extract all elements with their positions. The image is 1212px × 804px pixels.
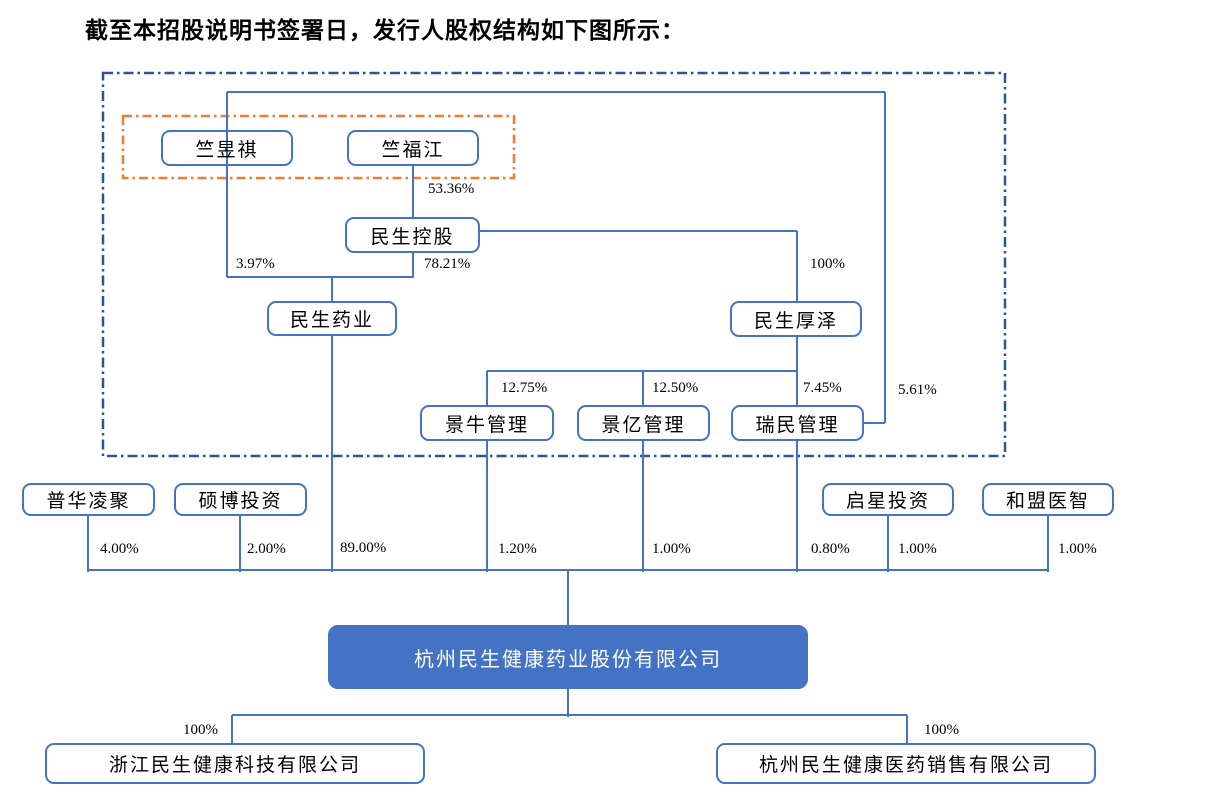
puhua-lingju-node: 普华凌聚 <box>22 483 155 516</box>
zhu-yuqi-node: 竺昱祺 <box>161 130 293 166</box>
connector-line <box>486 440 488 572</box>
shuobo-touzi-label: 硕博投资 <box>198 491 283 512</box>
ownership-percent-label: 12.75% <box>501 380 548 396</box>
ownership-percent-label: 7.45% <box>803 380 842 396</box>
connector-line <box>642 371 644 405</box>
ownership-percent-label: 1.20% <box>498 541 537 557</box>
connector-line <box>862 422 885 424</box>
founders-group-outline <box>121 114 516 180</box>
ownership-percent-label: 12.50% <box>652 380 699 396</box>
connector-line <box>796 231 798 301</box>
connector-line <box>642 440 644 572</box>
issuer-node: 杭州民生健康药业股份有限公司 <box>328 625 808 689</box>
connector-line <box>480 230 797 232</box>
ownership-percent-label: 100% <box>924 722 959 738</box>
connector-line <box>486 371 488 405</box>
ruimin-guanli-label: 瑞民管理 <box>755 414 840 436</box>
hemeng-yizhi-label: 和盟医智 <box>1005 491 1090 512</box>
hangzhou-yiyao-xiaoshou-label: 杭州民生健康医药销售有限公司 <box>758 755 1053 776</box>
minsheng-konggu-label: 民生控股 <box>370 226 455 248</box>
jingyi-guanli-label: 景亿管理 <box>601 414 686 436</box>
qixing-touzi-label: 启星投资 <box>845 491 930 512</box>
jingniu-guanli-node: 景牛管理 <box>420 405 554 441</box>
connector-line <box>231 715 233 743</box>
connector-line <box>796 336 798 405</box>
hemeng-yizhi-node: 和盟医智 <box>982 483 1114 516</box>
connector-line <box>1047 515 1049 572</box>
jingyi-guanli-node: 景亿管理 <box>577 405 710 441</box>
connector-line <box>331 335 333 572</box>
issuer-label: 杭州民生健康药业股份有限公司 <box>414 648 722 671</box>
connector-line <box>412 252 414 278</box>
shuobo-touzi-node: 硕博投资 <box>174 483 307 516</box>
minsheng-houze-label: 民生厚泽 <box>753 310 838 332</box>
ownership-percent-label: 2.00% <box>247 541 286 557</box>
ownership-percent-label: 89.00% <box>340 540 387 556</box>
ownership-percent-label: 5.61% <box>898 382 937 398</box>
connector-line <box>87 515 89 572</box>
zhejiang-keji-node: 浙江民生健康科技有限公司 <box>45 743 425 784</box>
controller-group-outline <box>101 71 1007 458</box>
zhu-yuqi-label: 竺昱祺 <box>195 139 259 161</box>
jingniu-guanli-label: 景牛管理 <box>444 414 529 436</box>
connector-line <box>227 91 885 93</box>
connector-line <box>412 166 414 217</box>
ownership-percent-label: 100% <box>183 722 218 738</box>
minsheng-yaoye-node: 民生药业 <box>267 301 397 336</box>
ownership-percent-label: 1.00% <box>898 541 937 557</box>
ownership-percent-label: 4.00% <box>100 541 139 557</box>
hangzhou-yiyao-xiaoshou-node: 杭州民生健康医药销售有限公司 <box>716 743 1096 784</box>
connector-line <box>796 440 798 572</box>
zhu-fujiang-label: 竺福江 <box>381 139 445 161</box>
ownership-percent-label: 3.97% <box>236 256 275 272</box>
puhua-lingju-label: 普华凌聚 <box>46 491 131 512</box>
ownership-percent-label: 1.00% <box>1058 541 1097 557</box>
connector-line <box>906 715 908 743</box>
ownership-percent-label: 53.36% <box>428 181 475 197</box>
zhu-fujiang-node: 竺福江 <box>347 130 479 166</box>
connector-line <box>884 92 886 423</box>
connector-line <box>226 92 228 277</box>
connector-line <box>887 515 889 572</box>
ownership-percent-label: 0.80% <box>811 541 850 557</box>
connector-line <box>567 570 569 625</box>
ownership-percent-label: 100% <box>810 256 845 272</box>
minsheng-houze-node: 民生厚泽 <box>730 301 862 337</box>
zhejiang-keji-label: 浙江民生健康科技有限公司 <box>108 755 361 776</box>
ruimin-guanli-node: 瑞民管理 <box>731 405 864 441</box>
connector-line <box>227 276 414 278</box>
qixing-touzi-node: 启星投资 <box>822 483 954 516</box>
ownership-percent-label: 1.00% <box>652 541 691 557</box>
connector-line <box>239 515 241 572</box>
minsheng-yaoye-label: 民生药业 <box>289 310 374 331</box>
ownership-percent-label: 78.21% <box>424 256 471 272</box>
page-title: 截至本招股说明书签署日，发行人股权结构如下图所示： <box>85 18 685 43</box>
connector-line <box>232 714 907 716</box>
minsheng-konggu-node: 民生控股 <box>345 217 480 253</box>
connector-line <box>567 688 569 717</box>
connector-line <box>331 277 333 301</box>
